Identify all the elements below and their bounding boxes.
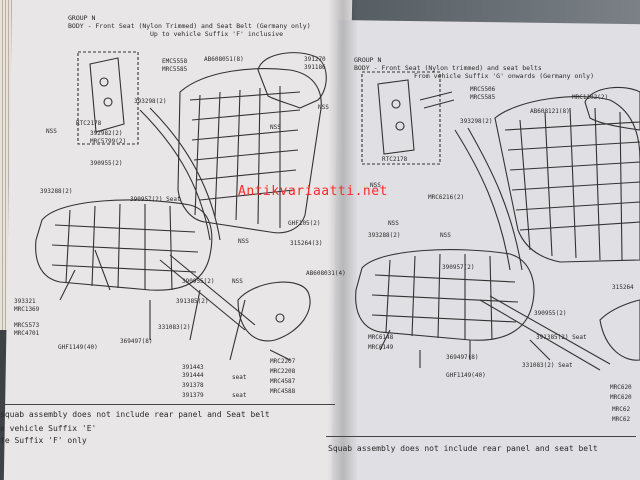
right-callout: MRC6148 (368, 334, 394, 341)
left-callout: 390955(2) (90, 160, 123, 167)
left-callout: RTC2178 (76, 120, 102, 127)
right-callout: MRC1102(2) (572, 94, 609, 101)
left-callout: 391444 (182, 372, 204, 379)
right-seat-cushion (355, 249, 535, 341)
left-callout: GHF1149(40) (58, 344, 98, 351)
right-note: Squab assembly does not include rear pan… (328, 444, 598, 453)
left-callout: 315264(3) (290, 240, 323, 247)
right-seat-illustration (355, 71, 640, 371)
left-detail-box (77, 51, 139, 145)
right-callout: 315264 (612, 284, 634, 291)
right-group-label: GROUP N (354, 56, 382, 64)
left-callout: 393298(2) (134, 98, 167, 105)
left-callout: NSS (318, 104, 329, 111)
left-callout: NSS (238, 238, 249, 245)
left-footer-rule (0, 404, 335, 405)
left-page-title: BODY - Front Seat (Nylon Trimmed) and Se… (68, 22, 311, 30)
left-callout: MRC1369 (14, 306, 40, 313)
left-callout: MRC4587 (270, 378, 296, 385)
left-seat-cushion (35, 199, 213, 291)
left-note: squab assembly does not include rear pan… (0, 410, 270, 419)
left-callout: 390957(2) Seat (130, 196, 181, 203)
left-callout: MRC5585 (162, 66, 188, 73)
left-seat-illustration (35, 51, 327, 361)
right-callout: NSS (388, 220, 399, 227)
left-callout: MRC5799(2) (90, 138, 127, 145)
left-callout: 369497(8) (120, 338, 153, 345)
right-detail-box (361, 71, 441, 165)
left-callout: NSS (46, 128, 57, 135)
left-callout: seat (232, 392, 247, 399)
left-callout: MRC2208 (270, 368, 296, 375)
left-note: e vehicle Suffix 'E' (0, 424, 97, 433)
left-page-subtitle: Up to vehicle Suffix 'F' inclusive (150, 30, 284, 38)
left-note: fe Suffix 'F' only (0, 436, 87, 445)
left-callout: 393321 (14, 298, 36, 305)
left-callout: 391270 (304, 56, 326, 63)
book-gutter (328, 0, 358, 480)
left-callout: MRC4701 (14, 330, 40, 337)
left-backrest (177, 68, 322, 234)
right-seat-belt (454, 129, 511, 271)
right-callout: MRC620 (610, 384, 632, 391)
right-callout: 390955(2) (534, 310, 567, 317)
left-callout: 391443 (182, 364, 204, 371)
left-callout: 392982(2) (90, 130, 123, 137)
left-callout: 390955(2) (182, 278, 215, 285)
watermark-text: Antikvariaatti.net (238, 184, 388, 199)
right-callout: 393288(2) (368, 232, 401, 239)
left-seat-belt (139, 109, 211, 241)
left-callout: MRC4588 (270, 388, 296, 395)
right-callout: MRC6149 (368, 344, 394, 351)
left-callout: 391385(2) (176, 298, 209, 305)
right-callout: 393298(2) (460, 118, 493, 125)
left-callout: 391186 (304, 64, 326, 71)
right-callout: MRC62 (612, 416, 631, 423)
left-runners (159, 254, 256, 331)
left-headrest (257, 52, 327, 109)
right-callout: NSS (440, 232, 451, 239)
right-callout: MRC5585 (470, 94, 496, 101)
right-page-title: BODY - Front Seat (Nylon trimmed) and se… (354, 64, 542, 72)
left-callout: AB608051(8) (204, 56, 244, 63)
right-callout: MRC5506 (470, 86, 496, 93)
right-callout: MRC6216(2) (428, 194, 465, 201)
left-callout: NSS (232, 278, 243, 285)
left-callout: 391379 (182, 392, 204, 399)
left-callout: MRC2207 (270, 358, 296, 365)
left-callout: 393288(2) (40, 188, 73, 195)
right-footer-rule (326, 436, 636, 437)
left-callout: MRC5573 (14, 322, 40, 329)
right-callout: GHF1149(40) (446, 372, 486, 379)
right-callout: 390957(2) (442, 264, 475, 271)
right-backrest (494, 96, 640, 263)
right-page-subtitle: From vehicle Suffix 'G' onwards (Germany… (414, 72, 595, 80)
left-callout: seat (232, 374, 247, 381)
left-side-panel (237, 281, 311, 342)
left-callout: 391378 (182, 382, 204, 389)
right-side-panel (599, 299, 640, 361)
left-callout: GHF105(2) (288, 220, 321, 227)
left-callout: EMC5558 (162, 58, 188, 65)
left-bracket (89, 57, 125, 133)
right-callout: 391385(2) Seat (536, 334, 587, 341)
left-callout: 331083(2) (158, 324, 191, 331)
right-callout: AB608121(8) (530, 108, 570, 115)
left-callout: AB608031(4) (306, 270, 346, 277)
left-callout: NSS (270, 124, 281, 131)
right-callout: 369497(8) (446, 354, 479, 361)
right-callout: MRC62 (612, 406, 631, 413)
right-callout: RTC2178 (382, 156, 408, 163)
right-callout: 331083(2) Seat (522, 362, 573, 369)
right-callout: NSS (370, 182, 381, 189)
left-group-label: GROUP N (68, 14, 96, 22)
right-callout: MRC620 (610, 394, 632, 401)
